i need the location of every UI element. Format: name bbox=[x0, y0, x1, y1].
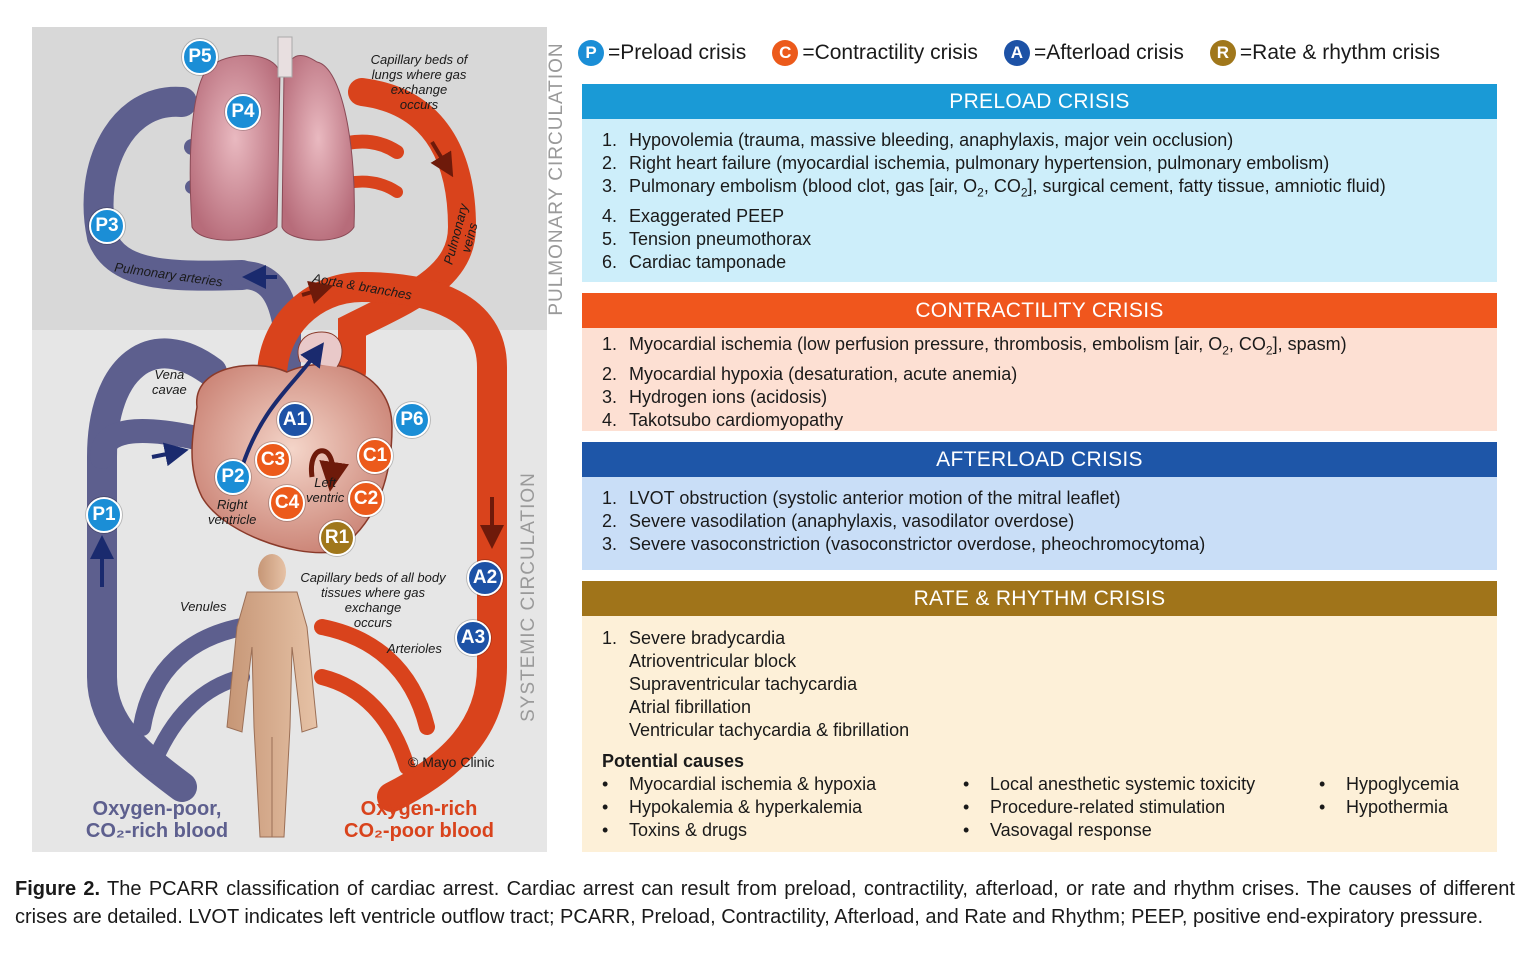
list-item: •Hypoglycemia bbox=[1319, 774, 1460, 794]
list-item: 4.Takotsubo cardiomyopathy bbox=[602, 409, 844, 430]
legend-afterload-label: =Afterload crisis bbox=[1033, 41, 1184, 64]
venules-label: Venules bbox=[180, 599, 227, 614]
legend-afterload: A =Afterload crisis bbox=[1003, 40, 1184, 66]
badge-p2: P2 bbox=[215, 459, 251, 495]
legend-preload: P =Preload crisis bbox=[578, 40, 746, 66]
circulation-illustration bbox=[32, 27, 547, 852]
badge-r1: R1 bbox=[319, 520, 355, 556]
figure-caption-text: The PCARR classification of cardiac arre… bbox=[15, 878, 1515, 928]
crisis-legend: P =Preload crisis C =Contractility crisi… bbox=[578, 38, 1440, 68]
badge-p4: P4 bbox=[225, 94, 261, 130]
pulmonary-circulation-label: PULMONARY CIRCULATION bbox=[546, 42, 567, 316]
list-item: •Hypothermia bbox=[1319, 797, 1449, 817]
legend-preload-label: =Preload crisis bbox=[608, 41, 747, 64]
causes-column-1: •Myocardial ischemia & hypoxia •Hypokale… bbox=[602, 773, 963, 842]
badge-a2: A2 bbox=[467, 560, 503, 596]
copyright-label: © Mayo Clinic bbox=[408, 754, 495, 770]
badge-c3: C3 bbox=[255, 442, 291, 478]
list-item: 5.Tension pneumothorax bbox=[602, 228, 812, 249]
list-item: 6.Cardiac tamponade bbox=[602, 251, 787, 272]
afterload-header: AFTERLOAD CRISIS bbox=[582, 442, 1497, 477]
potential-causes-title: Potential causes bbox=[602, 751, 745, 771]
contractility-panel: CONTRACTILITY CRISIS 1.Myocardial ischem… bbox=[582, 293, 1497, 431]
list-item: 1.Hypovolemia (trauma, massive bleeding,… bbox=[602, 130, 1234, 150]
legend-rate-label: =Rate & rhythm crisis bbox=[1239, 41, 1441, 64]
list-item: 3.Severe vasoconstriction (vasoconstrict… bbox=[602, 534, 1206, 554]
list-item: Ventricular tachycardia & fibrillation bbox=[629, 720, 910, 740]
rate-rhythm-header: RATE & RHYTHM CRISIS bbox=[582, 581, 1497, 616]
contractility-letter-icon: C bbox=[772, 40, 799, 66]
badge-a1: A1 bbox=[277, 402, 313, 438]
list-item: •Local anesthetic systemic toxicity bbox=[963, 774, 1256, 794]
preload-letter-icon: P bbox=[578, 40, 604, 66]
list-item: 1.Myocardial ischemia (low perfusion pre… bbox=[602, 334, 1347, 358]
flow-arrows bbox=[90, 140, 504, 587]
preload-list: 1.Hypovolemia (trauma, massive bleeding,… bbox=[582, 119, 1497, 274]
legend-rate-rhythm: R =Rate & rhythm crisis bbox=[1209, 40, 1441, 66]
list-item: •Myocardial ischemia & hypoxia bbox=[602, 774, 877, 794]
preload-header: PRELOAD CRISIS bbox=[582, 84, 1497, 119]
badge-p6: P6 bbox=[394, 402, 430, 438]
legend-contractility-label: =Contractility crisis bbox=[802, 41, 978, 64]
arterioles-label: Arterioles bbox=[387, 641, 442, 656]
rate-letter-icon: R bbox=[1209, 40, 1236, 66]
list-item: •Vasovagal response bbox=[963, 820, 1152, 840]
badge-p3: P3 bbox=[89, 208, 125, 244]
badge-p5: P5 bbox=[182, 39, 218, 75]
afterload-panel: AFTERLOAD CRISIS 1.LVOT obstruction (sys… bbox=[582, 442, 1497, 570]
human-body bbox=[226, 554, 318, 838]
badge-p1: P1 bbox=[86, 497, 122, 533]
potential-causes: •Myocardial ischemia & hypoxia •Hypokale… bbox=[602, 773, 1497, 842]
contractility-list: 1.Myocardial ischemia (low perfusion pre… bbox=[582, 328, 1497, 432]
list-item: 1.LVOT obstruction (systolic anterior mo… bbox=[602, 488, 1121, 508]
list-item: •Toxins & drugs bbox=[602, 820, 748, 840]
badge-c1: C1 bbox=[357, 438, 393, 474]
causes-column-2: •Local anesthetic systemic toxicity •Pro… bbox=[963, 773, 1319, 842]
list-item: 3.Hydrogen ions (acidosis) bbox=[602, 386, 828, 407]
oxygen-poor-label: Oxygen-poor,CO₂-rich blood bbox=[85, 798, 229, 842]
circulation-diagram: PULMONARY CIRCULATION SYSTEMIC CIRCULATI… bbox=[32, 27, 567, 852]
rate-rhythm-panel: RATE & RHYTHM CRISIS 1.Severe bradycardi… bbox=[582, 581, 1497, 852]
afterload-letter-icon: A bbox=[1003, 40, 1030, 66]
list-item: 2.Severe vasodilation (anaphylaxis, vaso… bbox=[602, 511, 1075, 531]
systemic-circulation-label: SYSTEMIC CIRCULATION bbox=[518, 472, 539, 722]
list-item: •Hypokalemia & hyperkalemia bbox=[602, 797, 863, 817]
list-item: 2.Right heart failure (myocardial ischem… bbox=[602, 153, 1330, 173]
contractility-header: CONTRACTILITY CRISIS bbox=[582, 293, 1497, 328]
rate-rhythm-list: 1.Severe bradycardia Atrioventricular bl… bbox=[582, 616, 1497, 842]
badge-c4: C4 bbox=[269, 485, 305, 521]
list-item: 3.Pulmonary embolism (blood clot, gas [a… bbox=[602, 176, 1386, 200]
list-item: •Procedure-related stimulation bbox=[963, 797, 1226, 817]
badge-c2: C2 bbox=[348, 481, 384, 517]
list-item: Supraventricular tachycardia bbox=[629, 674, 858, 694]
list-item: 2.Myocardial hypoxia (desaturation, acut… bbox=[602, 363, 1018, 384]
legend-contractility: C =Contractility crisis bbox=[772, 40, 978, 66]
list-item: 1.Severe bradycardia bbox=[602, 628, 786, 648]
badge-a3: A3 bbox=[455, 620, 491, 656]
list-item: Atrioventricular block bbox=[629, 651, 797, 671]
figure-caption: Figure 2. The PCARR classification of ca… bbox=[15, 876, 1515, 931]
figure-label: Figure 2. bbox=[15, 878, 101, 900]
afterload-list: 1.LVOT obstruction (systolic anterior mo… bbox=[582, 477, 1497, 556]
list-item: 4.Exaggerated PEEP bbox=[602, 205, 785, 226]
causes-column-3: •Hypoglycemia •Hypothermia bbox=[1319, 773, 1459, 842]
preload-panel: PRELOAD CRISIS 1.Hypovolemia (trauma, ma… bbox=[582, 84, 1497, 282]
list-item: Atrial fibrillation bbox=[629, 697, 752, 717]
